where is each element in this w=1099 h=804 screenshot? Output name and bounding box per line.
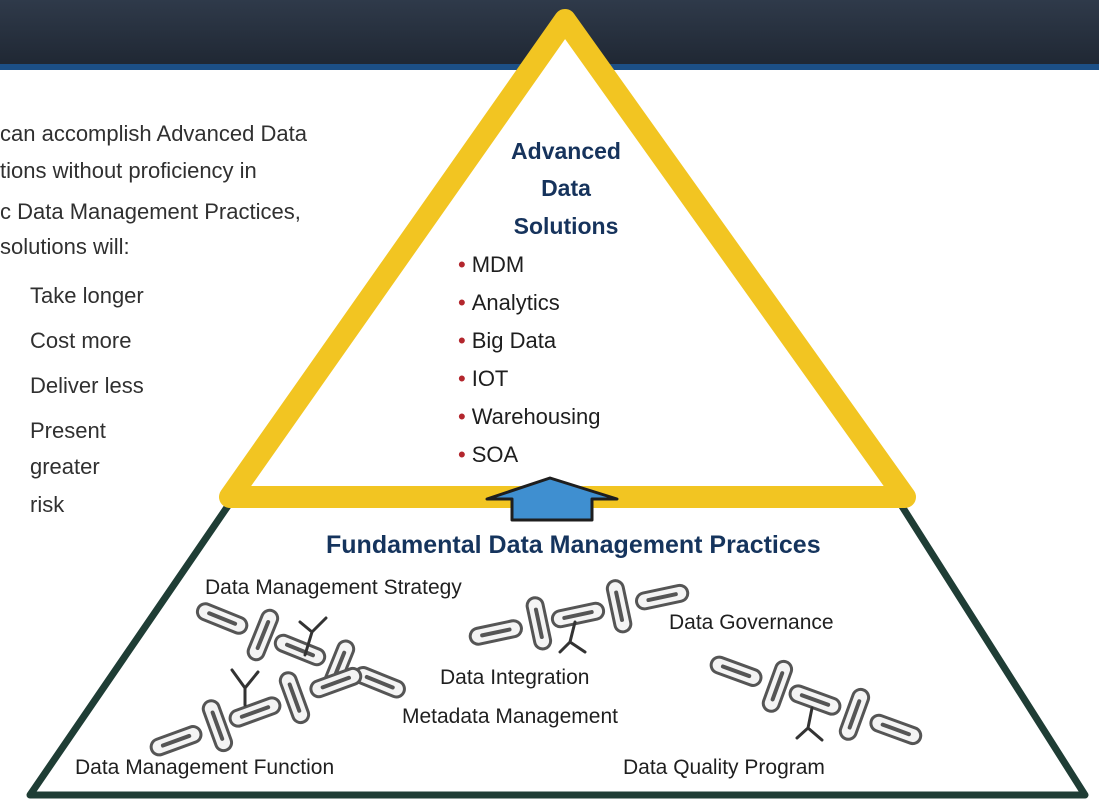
label-governance: Data Governance xyxy=(669,611,834,634)
bullet-dot-icon: • xyxy=(458,328,466,353)
bullet-dot-icon: • xyxy=(458,442,466,467)
chain-break-icon xyxy=(298,616,328,657)
chain-break-icon xyxy=(558,620,587,654)
apex-item-mdm: •MDM xyxy=(458,252,525,277)
chain-break-icon xyxy=(795,706,824,742)
apex-item-big-data: •Big Data xyxy=(458,328,557,353)
bullet-dot-icon: • xyxy=(458,404,466,429)
up-arrow-icon xyxy=(485,476,619,522)
apex-title-line-1: Advanced xyxy=(511,138,621,164)
consequence-cost-more: Cost more xyxy=(30,328,132,353)
label-function: Data Management Function xyxy=(75,756,335,779)
bullet-dot-icon: • xyxy=(458,252,466,277)
present-line-2: greater xyxy=(30,454,100,479)
chain-break-icon xyxy=(230,668,260,707)
label-strategy: Data Management Strategy xyxy=(205,576,462,599)
apex-item-warehousing: •Warehousing xyxy=(458,404,601,429)
intro-line-3: c Data Management Practices, xyxy=(0,199,301,224)
intro-line-4: solutions will: xyxy=(0,234,130,259)
base-title: Fundamental Data Management Practices xyxy=(326,531,821,559)
chain-icon xyxy=(707,653,925,748)
bullet-dot-icon: • xyxy=(458,290,466,315)
consequence-deliver-less: Deliver less xyxy=(30,373,144,398)
label-integration: Data Integration xyxy=(440,666,590,689)
apex-title-line-3: Solutions xyxy=(513,213,619,239)
apex-item-iot: •IOT xyxy=(458,366,509,391)
bullet-dot-icon: • xyxy=(458,366,466,391)
intro-line-2: tions without proficiency in xyxy=(0,158,257,183)
label-quality: Data Quality Program xyxy=(623,756,825,779)
intro-line-1: can accomplish Advanced Data xyxy=(0,121,307,146)
apex-item-analytics: •Analytics xyxy=(458,290,560,315)
present-line-3: risk xyxy=(30,492,65,517)
apex-title-line-2: Data xyxy=(541,175,591,201)
label-metadata: Metadata Management xyxy=(402,705,618,728)
present-line-1: Present xyxy=(30,418,106,443)
consequence-take-longer: Take longer xyxy=(30,283,144,308)
apex-item-soa: •SOA xyxy=(458,442,519,467)
